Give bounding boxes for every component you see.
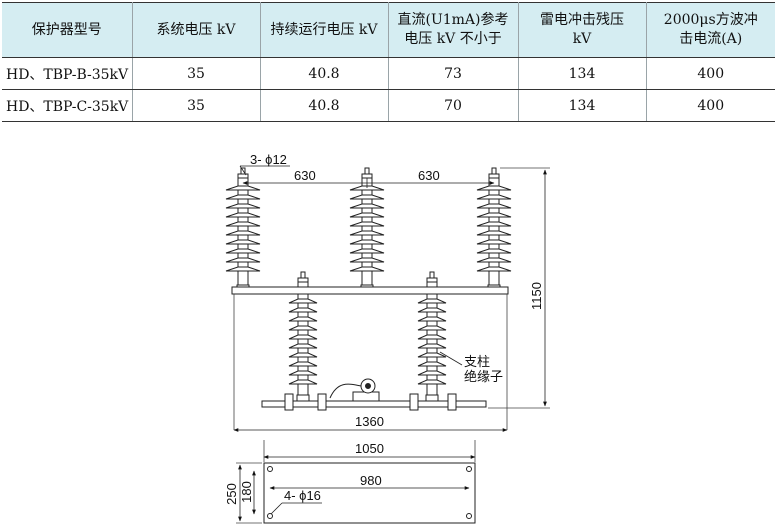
base-length-label: 1050 xyxy=(355,441,384,456)
cell-lightning-residual-voltage: 134 xyxy=(517,57,646,90)
table-header-row: 保护器型号 系统电压 kV 持续运行电压 kV 直流(U1mA)参考电压 kV … xyxy=(2,2,775,58)
holes-leader xyxy=(239,165,247,176)
spacing-right-label: 630 xyxy=(418,168,440,183)
base-plan-view xyxy=(263,462,476,524)
width-label: 1360 xyxy=(355,414,384,429)
arrester-left xyxy=(225,167,261,294)
support-leader xyxy=(439,351,463,366)
base-width-label: 250 xyxy=(224,483,239,505)
spec-table: 保护器型号 系统电压 kV 持续运行电压 kV 直流(U1mA)参考电压 kV … xyxy=(2,2,775,122)
hole-width-label: 180 xyxy=(239,481,254,503)
cell-continuous-voltage: 40.8 xyxy=(259,89,388,122)
holes-base-leader xyxy=(270,502,283,515)
header-square-wave-current: 2000μs方波冲击电流(A) xyxy=(645,2,775,58)
cell-system-voltage: 35 xyxy=(131,57,260,90)
support-insulator-left xyxy=(288,271,318,404)
arrester-middle xyxy=(349,167,385,294)
header-dc-reference-voltage: 直流(U1mA)参考电压 kV 不小于 xyxy=(387,2,518,58)
hole-spacing-label: 980 xyxy=(360,473,382,488)
height-label: 1150 xyxy=(529,282,544,310)
holes-top-label: 3- ϕ12 xyxy=(250,152,287,167)
mounting-beam xyxy=(231,286,509,295)
arrester-right xyxy=(476,167,512,294)
support-insulator-right xyxy=(417,271,447,404)
cell-dc-reference-voltage: 70 xyxy=(387,89,518,122)
support-label-line2: 绝缘子 xyxy=(464,369,503,384)
holes-base-label: 4- ϕ16 xyxy=(284,488,321,503)
cell-square-wave-current: 400 xyxy=(645,89,775,122)
header-model: 保护器型号 xyxy=(2,2,132,58)
cell-system-voltage: 35 xyxy=(131,89,260,122)
spacing-left-label: 630 xyxy=(294,168,316,183)
header-continuous-voltage: 持续运行电压 kV xyxy=(259,2,388,58)
cell-continuous-voltage: 40.8 xyxy=(259,57,388,90)
table-row: HD、TBP-C-35kV 35 40.8 70 134 400 xyxy=(2,89,775,122)
cell-model: HD、TBP-C-35kV xyxy=(2,89,132,122)
cell-model: HD、TBP-B-35kV xyxy=(2,57,132,90)
support-label-line1: 支柱 xyxy=(464,354,490,369)
cell-dc-reference-voltage: 73 xyxy=(387,57,518,90)
cell-lightning-residual-voltage: 134 xyxy=(517,89,646,122)
base-plate xyxy=(261,378,487,411)
table-row: HD、TBP-B-35kV 35 40.8 73 134 400 xyxy=(2,57,775,90)
cell-square-wave-current: 400 xyxy=(645,57,775,90)
header-system-voltage: 系统电压 kV xyxy=(131,2,260,58)
base-holes xyxy=(267,466,472,519)
